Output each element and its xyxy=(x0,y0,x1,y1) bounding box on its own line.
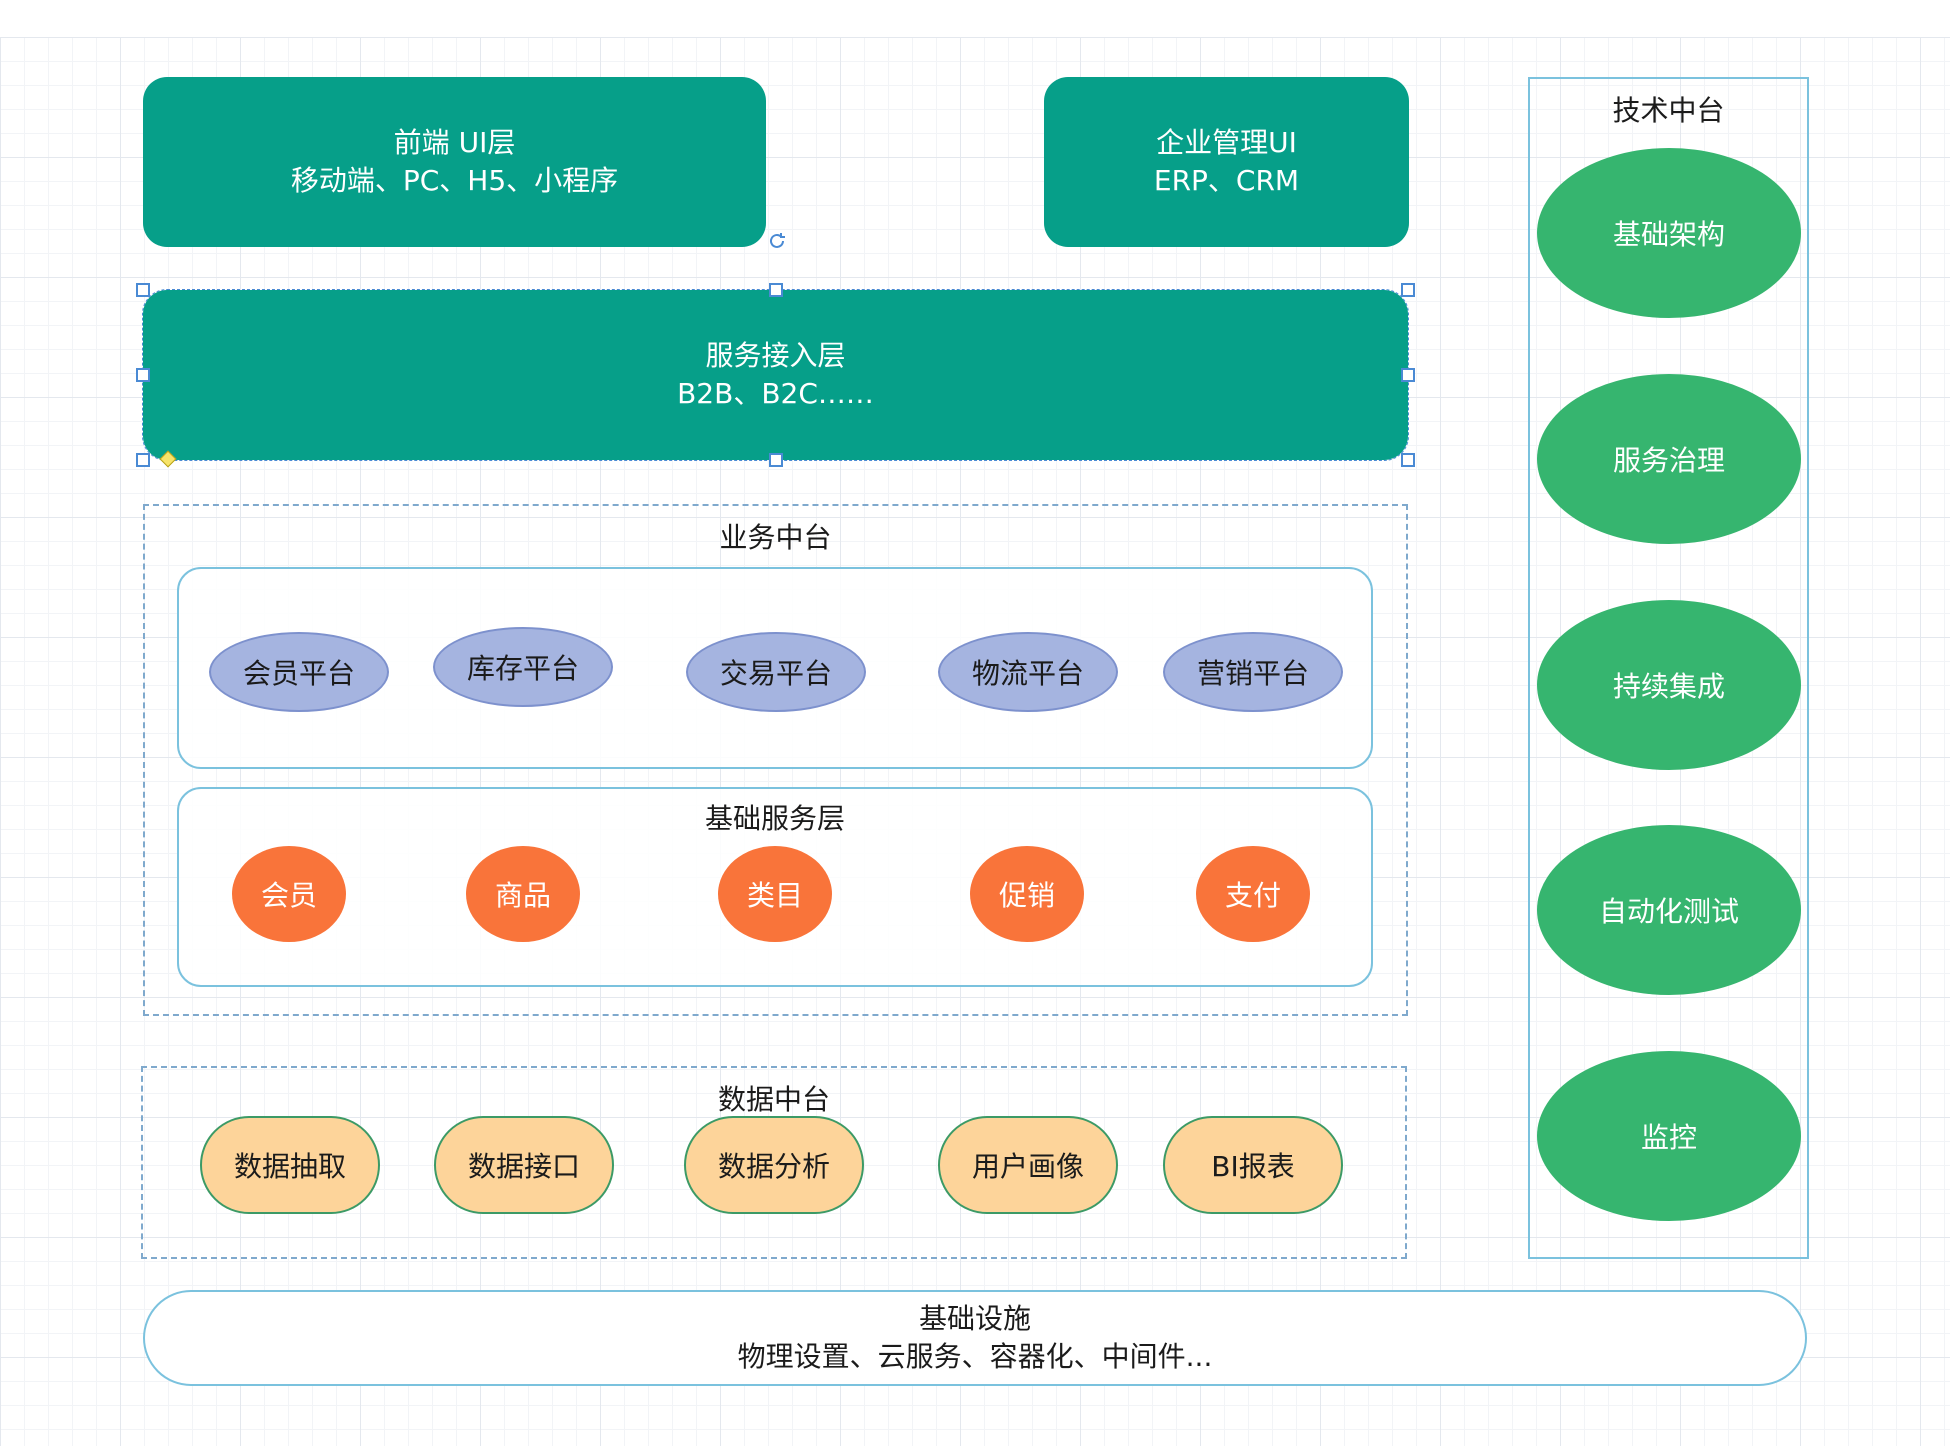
data-extraction-label: 数据抽取 xyxy=(233,1150,346,1183)
platform-inventory[interactable]: 库存平台 xyxy=(433,627,613,707)
tech-infrastructure[interactable]: 基础架构 xyxy=(1537,148,1801,318)
selection-handle-top-right[interactable] xyxy=(1401,283,1415,297)
tech-infrastructure-label: 基础架构 xyxy=(1612,218,1725,251)
enterprise-ui-title: 企业管理UI xyxy=(1156,126,1297,159)
service-payment-label: 支付 xyxy=(1224,879,1281,912)
tech-service-governance[interactable]: 服务治理 xyxy=(1537,374,1801,544)
service-payment[interactable]: 支付 xyxy=(1196,846,1310,942)
platform-member-label: 会员平台 xyxy=(242,657,355,690)
service-category-label: 类目 xyxy=(746,879,803,912)
bi-report-label: BI报表 xyxy=(1211,1150,1295,1183)
user-profile-label: 用户画像 xyxy=(971,1150,1084,1183)
user-profile[interactable]: 用户画像 xyxy=(938,1116,1118,1214)
selection-handle-middle-right[interactable] xyxy=(1401,368,1415,382)
data-extraction[interactable]: 数据抽取 xyxy=(200,1116,380,1214)
service-promotion[interactable]: 促销 xyxy=(970,846,1084,942)
rotate-handle-icon[interactable] xyxy=(765,229,789,253)
tech-platform-title: 技术中台 xyxy=(1612,94,1725,127)
service-access-layer-box[interactable]: 服务接入层 B2B、B2C…… xyxy=(142,289,1409,461)
tech-automated-testing-label: 自动化测试 xyxy=(1598,895,1739,928)
service-product[interactable]: 商品 xyxy=(466,846,580,942)
selection-handle-bottom-right[interactable] xyxy=(1401,453,1415,467)
service-access-layer-subtitle: B2B、B2C…… xyxy=(677,377,874,410)
data-analysis[interactable]: 数据分析 xyxy=(684,1116,864,1214)
platform-marketing-label: 营销平台 xyxy=(1196,657,1309,690)
tech-monitoring[interactable]: 监控 xyxy=(1537,1051,1801,1221)
tech-platform-container[interactable]: 技术中台 xyxy=(1528,77,1809,1259)
tech-automated-testing[interactable]: 自动化测试 xyxy=(1537,825,1801,995)
platform-logistics[interactable]: 物流平台 xyxy=(938,632,1118,712)
base-service-layer-title: 基础服务层 xyxy=(704,802,845,835)
canvas-top-band xyxy=(0,0,1950,37)
front-ui-layer-subtitle: 移动端、PC、H5、小程序 xyxy=(290,164,619,197)
service-promotion-label: 促销 xyxy=(998,879,1055,912)
platform-member[interactable]: 会员平台 xyxy=(209,632,389,712)
platform-inventory-label: 库存平台 xyxy=(466,652,579,685)
service-member[interactable]: 会员 xyxy=(232,846,346,942)
platform-trade[interactable]: 交易平台 xyxy=(686,632,866,712)
tech-continuous-integration[interactable]: 持续集成 xyxy=(1537,600,1801,770)
enterprise-ui-box[interactable]: 企业管理UI ERP、CRM xyxy=(1044,77,1409,247)
service-category[interactable]: 类目 xyxy=(718,846,832,942)
business-platform-title: 业务中台 xyxy=(719,521,832,554)
data-interface-label: 数据接口 xyxy=(467,1150,580,1183)
tech-continuous-integration-label: 持续集成 xyxy=(1612,670,1725,703)
data-platform-title: 数据中台 xyxy=(717,1083,830,1116)
tech-service-governance-label: 服务治理 xyxy=(1612,444,1725,477)
front-ui-layer-title: 前端 UI层 xyxy=(393,126,516,159)
data-interface[interactable]: 数据接口 xyxy=(434,1116,614,1214)
selection-handle-top-left[interactable] xyxy=(136,283,150,297)
service-member-label: 会员 xyxy=(260,879,317,912)
data-analysis-label: 数据分析 xyxy=(717,1150,830,1183)
service-access-layer-title: 服务接入层 xyxy=(705,339,846,372)
tech-monitoring-label: 监控 xyxy=(1640,1121,1697,1154)
selection-handle-bottom-left[interactable] xyxy=(136,453,150,467)
enterprise-ui-subtitle: ERP、CRM xyxy=(1153,164,1300,197)
infrastructure-subtitle: 物理设置、云服务、容器化、中间件... xyxy=(737,1340,1213,1373)
service-product-label: 商品 xyxy=(494,879,551,912)
platform-trade-label: 交易平台 xyxy=(719,657,832,690)
bi-report[interactable]: BI报表 xyxy=(1163,1116,1343,1214)
selection-handle-bottom-middle[interactable] xyxy=(769,453,783,467)
selection-handle-top-middle[interactable] xyxy=(769,283,783,297)
selection-handle-middle-left[interactable] xyxy=(136,368,150,382)
infrastructure-box[interactable]: 基础设施 物理设置、云服务、容器化、中间件... xyxy=(143,1290,1807,1386)
infrastructure-title: 基础设施 xyxy=(918,1302,1031,1335)
platform-logistics-label: 物流平台 xyxy=(971,657,1084,690)
front-ui-layer-box[interactable]: 前端 UI层 移动端、PC、H5、小程序 xyxy=(143,77,766,247)
platform-marketing[interactable]: 营销平台 xyxy=(1163,632,1343,712)
data-platform-container[interactable]: 数据中台 xyxy=(141,1066,1407,1259)
business-platform-container[interactable]: 业务中台 xyxy=(143,504,1408,1016)
